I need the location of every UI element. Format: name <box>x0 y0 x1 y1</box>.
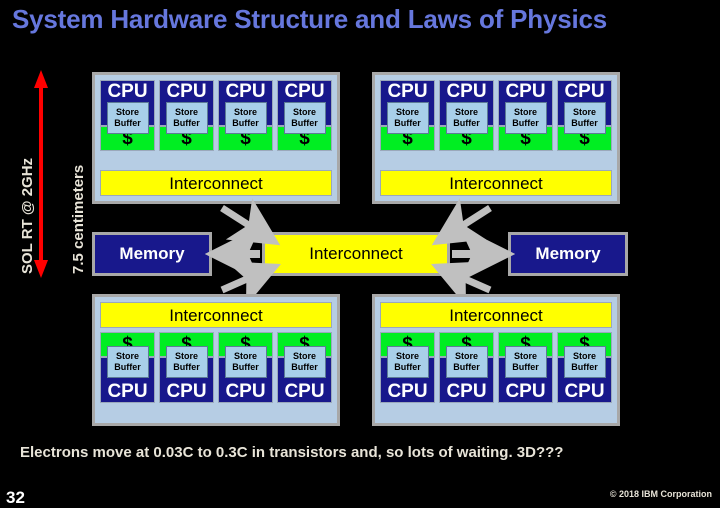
core-row: $ CPU Store Buffer $ CPU Store Buffer $ … <box>380 332 612 418</box>
store-buffer-box: Store Buffer <box>563 102 606 134</box>
store-buffer-box: Store Buffer <box>165 346 208 378</box>
store-buffer-line2: Buffer <box>453 362 480 372</box>
core: CPU $ Store Buffer <box>277 80 332 166</box>
core: $ CPU Store Buffer <box>218 332 273 418</box>
store-buffer-line1: Store <box>174 107 198 117</box>
cpu-cluster-bottom-right: Interconnect $ CPU Store Buffer $ CPU St… <box>372 294 620 426</box>
store-buffer-line2: Buffer <box>512 362 539 372</box>
core: CPU $ Store Buffer <box>557 80 612 166</box>
cpu-cluster-top-left: CPU $ Store Buffer CPU $ Store Buffer CP… <box>92 72 340 204</box>
store-buffer-line2: Buffer <box>173 362 200 372</box>
latency-measure-annotation: SOL RT @ 2GHz 7.5 centimeters <box>0 66 87 286</box>
store-buffer-box: Store Buffer <box>283 346 326 378</box>
cpu-cluster-bottom-left: Interconnect $ CPU Store Buffer $ CPU St… <box>92 294 340 426</box>
cluster-interconnect-bar: Interconnect <box>100 170 332 196</box>
store-buffer-line1: Store <box>572 107 596 117</box>
core: CPU $ Store Buffer <box>100 80 155 166</box>
store-buffer-box: Store Buffer <box>445 102 488 134</box>
store-buffer-line1: Store <box>513 351 537 361</box>
store-buffer-line2: Buffer <box>232 362 259 372</box>
store-buffer-box: Store Buffer <box>224 102 267 134</box>
core: $ CPU Store Buffer <box>100 332 155 418</box>
store-buffer-line1: Store <box>292 107 316 117</box>
store-buffer-line1: Store <box>233 107 257 117</box>
page-number: 32 <box>6 488 25 507</box>
cpu-cluster-top-right: CPU $ Store Buffer CPU $ Store Buffer CP… <box>372 72 620 204</box>
store-buffer-line2: Buffer <box>571 362 598 372</box>
store-buffer-box: Store Buffer <box>106 102 149 134</box>
store-buffer-box: Store Buffer <box>224 346 267 378</box>
store-buffer-line1: Store <box>513 107 537 117</box>
memory-box-right: Memory <box>508 232 628 276</box>
store-buffer-line2: Buffer <box>291 362 318 372</box>
store-buffer-box: Store Buffer <box>445 346 488 378</box>
core: CPU $ Store Buffer <box>218 80 273 166</box>
page-title: System Hardware Structure and Laws of Ph… <box>12 4 607 34</box>
store-buffer-line2: Buffer <box>114 362 141 372</box>
store-buffer-line2: Buffer <box>232 118 259 128</box>
slide-caption: Electrons move at 0.03C to 0.3C in trans… <box>20 444 564 461</box>
core: CPU $ Store Buffer <box>159 80 214 166</box>
store-buffer-line1: Store <box>454 351 478 361</box>
store-buffer-box: Store Buffer <box>563 346 606 378</box>
store-buffer-box: Store Buffer <box>283 102 326 134</box>
core: $ CPU Store Buffer <box>557 332 612 418</box>
store-buffer-line1: Store <box>395 107 419 117</box>
copyright-notice: © 2018 IBM Corporation <box>609 489 712 499</box>
core-row: $ CPU Store Buffer $ CPU Store Buffer $ … <box>100 332 332 418</box>
store-buffer-line2: Buffer <box>173 118 200 128</box>
store-buffer-line1: Store <box>174 351 198 361</box>
memory-box-left: Memory <box>92 232 212 276</box>
cluster-interconnect-bar: Interconnect <box>380 170 612 196</box>
core: $ CPU Store Buffer <box>380 332 435 418</box>
measure-label-centimeters: 7.5 centimeters <box>70 164 87 274</box>
central-interconnect: Interconnect <box>262 232 450 276</box>
store-buffer-line1: Store <box>395 351 419 361</box>
cluster-interconnect-bar: Interconnect <box>100 302 332 328</box>
core-row: CPU $ Store Buffer CPU $ Store Buffer CP… <box>100 80 332 166</box>
store-buffer-box: Store Buffer <box>386 102 429 134</box>
store-buffer-box: Store Buffer <box>106 346 149 378</box>
store-buffer-line1: Store <box>572 351 596 361</box>
store-buffer-line1: Store <box>454 107 478 117</box>
store-buffer-line1: Store <box>233 351 257 361</box>
store-buffer-line1: Store <box>292 351 316 361</box>
store-buffer-line2: Buffer <box>453 118 480 128</box>
store-buffer-line2: Buffer <box>291 118 318 128</box>
core: CPU $ Store Buffer <box>439 80 494 166</box>
core: CPU $ Store Buffer <box>498 80 553 166</box>
store-buffer-line1: Store <box>115 107 139 117</box>
cluster-interconnect-bar: Interconnect <box>380 302 612 328</box>
core: $ CPU Store Buffer <box>439 332 494 418</box>
store-buffer-box: Store Buffer <box>504 346 547 378</box>
store-buffer-line2: Buffer <box>512 118 539 128</box>
double-headed-vertical-arrow-icon <box>34 70 48 278</box>
core: $ CPU Store Buffer <box>159 332 214 418</box>
core: CPU $ Store Buffer <box>380 80 435 166</box>
core: $ CPU Store Buffer <box>277 332 332 418</box>
store-buffer-box: Store Buffer <box>504 102 547 134</box>
store-buffer-line2: Buffer <box>114 118 141 128</box>
store-buffer-box: Store Buffer <box>165 102 208 134</box>
store-buffer-line2: Buffer <box>394 362 421 372</box>
core-row: CPU $ Store Buffer CPU $ Store Buffer CP… <box>380 80 612 166</box>
core: $ CPU Store Buffer <box>498 332 553 418</box>
store-buffer-line1: Store <box>115 351 139 361</box>
store-buffer-box: Store Buffer <box>386 346 429 378</box>
store-buffer-line2: Buffer <box>571 118 598 128</box>
store-buffer-line2: Buffer <box>394 118 421 128</box>
